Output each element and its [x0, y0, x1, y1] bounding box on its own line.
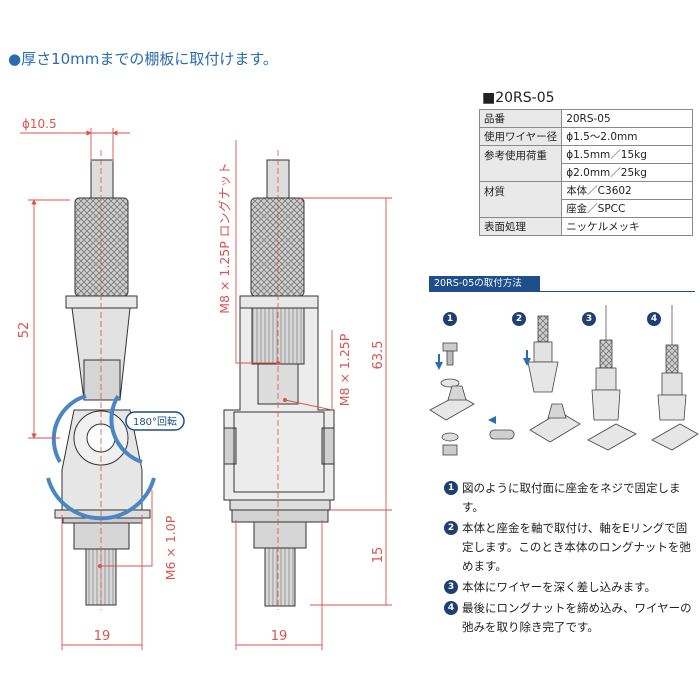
fig-number-3: 3 [582, 312, 596, 326]
spec-label: 品番 [478, 109, 563, 128]
left-washer-top [65, 295, 138, 309]
dimension-lines [20, 128, 392, 650]
mount-arrows [435, 350, 531, 424]
dim-19-right: 19 [271, 629, 288, 644]
dim-phi: ϕ10.5 [22, 117, 57, 131]
step-item: 1 図のように取付面に座金をネジで固定します。 [444, 479, 692, 517]
left-knurled-nut [74, 197, 129, 297]
mounting-steps: 1 図のように取付面に座金をネジで固定します。 2 本体と座金を軸で取付け、軸を… [444, 479, 692, 639]
right-knurled-nut [250, 197, 305, 297]
right-screw [264, 547, 296, 607]
spec-row: 参考使用荷重 ϕ1.5mm／15kg [478, 145, 693, 182]
step-number: 1 [444, 481, 458, 495]
mounting-rule [429, 291, 695, 292]
dim-63-5: 63.5 [371, 341, 386, 370]
spec-label: 使用ワイヤー径 [478, 127, 563, 146]
spec-label: 参考使用荷重 [478, 145, 563, 182]
label-m8: M8 × 1.25P [337, 333, 352, 406]
left-hex-nut [73, 522, 130, 550]
step-item: 2 本体と座金を軸で取付け、軸をEリングで固定します。このとき本体のロングナット… [444, 519, 692, 576]
left-view [54, 159, 151, 606]
right-hex-nut [253, 521, 307, 549]
rotate-label: 180°回転 [133, 416, 177, 428]
rotation-arrow [46, 394, 156, 521]
spec-value: ϕ1.5～2.0mm [561, 127, 693, 146]
dim-52: 52 [17, 322, 32, 339]
spec-label: 材質 [478, 181, 563, 218]
spec-label: 表面処理 [478, 217, 563, 236]
spec-value: ϕ1.5mm／15kg [561, 145, 693, 164]
spec-row: 使用ワイヤー径 ϕ1.5～2.0mm [478, 127, 693, 146]
spec-title: ■20RS-05 [482, 90, 555, 106]
spec-value: 20RS-05 [561, 109, 693, 128]
spec-value: ϕ2.0mm／25kg [561, 163, 693, 182]
step-text: 図のように取付面に座金をネジで固定します。 [462, 481, 681, 514]
spec-table: 品番 20RS-05 使用ワイヤー径 ϕ1.5～2.0mm 参考使用荷重 ϕ1.… [478, 109, 693, 236]
mount-illustrations [429, 305, 699, 456]
spec-row: 表面処理 ニッケルメッキ [478, 217, 693, 236]
spec-value: 座金／SPCC [561, 199, 693, 218]
right-washer [231, 509, 329, 523]
step-item: 3 本体にワイヤーを深く差し込みます。 [444, 578, 692, 597]
step-text: 本体にワイヤーを深く差し込みます。 [462, 580, 657, 594]
spec-value: 本体／C3602 [561, 181, 693, 200]
dim-19-left: 19 [94, 629, 111, 644]
fig-number-2: 2 [512, 312, 526, 326]
step-number: 4 [444, 601, 458, 615]
step-text: 最後にロングナットを締め込み、ワイヤーの弛みを取り除き完了です。 [462, 601, 692, 634]
left-wire-rod [90, 159, 114, 201]
dim-15: 15 [371, 547, 386, 564]
right-view [223, 159, 335, 607]
headline: ●厚さ10mmまでの棚板に取付けます。 [8, 50, 278, 68]
spec-row: 品番 20RS-05 [478, 109, 693, 128]
label-m6: M6 × 1.0P [163, 515, 178, 580]
mounting-title: 20RS-05の取付方法 [429, 276, 540, 292]
spec-row: 材質 本体／C3602 [478, 181, 693, 218]
step-number: 2 [444, 521, 458, 535]
step-text: 本体と座金を軸で取付け、軸をEリングで固定します。このとき本体のロングナットを弛… [462, 521, 691, 573]
rotate-badge [125, 411, 185, 431]
spec-value: ニッケルメッキ [561, 217, 693, 236]
spec-row: 座金／SPCC [480, 199, 693, 218]
fig-number-1: 1 [443, 312, 457, 326]
step-number: 3 [444, 580, 458, 594]
step-item: 4 最後にロングナットを締め込み、ワイヤーの弛みを取り除き完了です。 [444, 599, 692, 637]
fig-number-4: 4 [647, 312, 661, 326]
label-m8-long-nut: M8 × 1.25P ロングナット [217, 162, 232, 314]
